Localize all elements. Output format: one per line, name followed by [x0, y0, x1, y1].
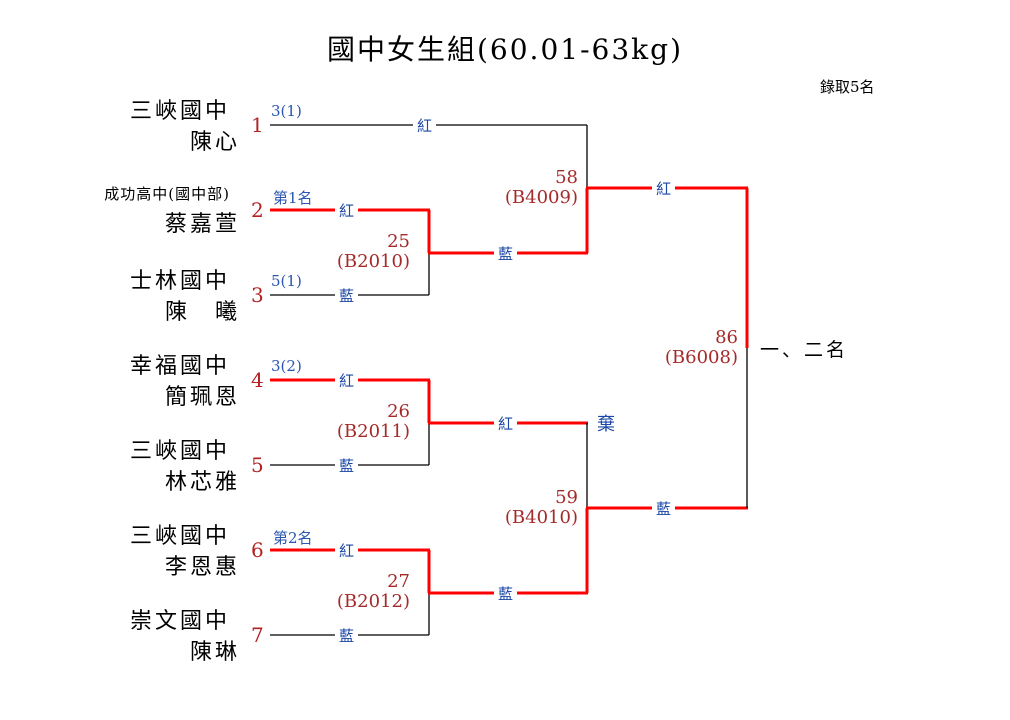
corner-red-p6: 紅 — [335, 540, 359, 561]
player-5-seed: 5 — [251, 453, 264, 477]
corner-red-p4: 紅 — [335, 370, 359, 391]
match-27: 27 (B2012) — [320, 572, 410, 612]
player-4-seed: 4 — [251, 368, 264, 392]
player-1-school: 三峽國中 — [129, 99, 230, 124]
corner-blue-m27: 藍 — [494, 583, 518, 604]
corner-red-m58: 紅 — [652, 178, 676, 199]
player-2-name: 蔡嘉萱 — [164, 212, 240, 237]
match-26: 26 (B2011) — [320, 402, 410, 442]
corner-blue-m25: 藍 — [494, 243, 518, 264]
player-4-name: 簡珮恩 — [164, 385, 240, 410]
match-59-id: 59 — [555, 487, 578, 508]
player-7-name: 陳琳 — [189, 640, 240, 665]
player-5-school: 三峽國中 — [129, 439, 230, 464]
match-25: 25 (B2010) — [320, 232, 410, 272]
player-7-seed: 7 — [251, 623, 264, 647]
match-58-id: 58 — [555, 167, 578, 188]
player-6-note: 第2名 — [273, 529, 313, 547]
forfeit-label: 棄 — [597, 414, 615, 435]
match-86-code: (B6008) — [664, 347, 738, 368]
player-1-note: 3(1) — [271, 102, 302, 120]
player-3-name: 陳 曦 — [164, 300, 240, 325]
match-27-id: 27 — [387, 571, 410, 592]
match-59: 59 (B4010) — [480, 488, 578, 528]
player-3-school: 士林國中 — [129, 269, 230, 294]
match-86-id: 86 — [715, 327, 738, 348]
player-2-note: 第1名 — [273, 189, 313, 207]
player-7-school: 崇文國中 — [129, 609, 230, 634]
corner-blue-m59: 藍 — [652, 498, 676, 519]
corner-red-p1: 紅 — [413, 115, 437, 136]
quota-label: 錄取5名 — [820, 78, 875, 96]
player-3-note: 5(1) — [271, 272, 302, 290]
player-2-seed: 2 — [251, 198, 264, 222]
corner-blue-p7: 藍 — [335, 625, 359, 646]
match-59-code: (B4010) — [504, 507, 578, 528]
match-25-code: (B2010) — [336, 251, 410, 272]
player-1-name: 陳心 — [189, 130, 240, 155]
corner-red-m26: 紅 — [494, 413, 518, 434]
player-1-seed: 1 — [251, 113, 264, 137]
player-4-school: 幸福國中 — [129, 354, 230, 379]
match-86: 86 (B6008) — [640, 328, 738, 368]
match-58-code: (B4009) — [504, 187, 578, 208]
match-26-code: (B2011) — [336, 421, 410, 442]
match-25-id: 25 — [387, 231, 410, 252]
player-4-note: 3(2) — [271, 357, 302, 375]
match-27-code: (B2012) — [336, 591, 410, 612]
player-6-school: 三峽國中 — [129, 524, 230, 549]
player-6-seed: 6 — [251, 538, 264, 562]
match-58: 58 (B4009) — [480, 168, 578, 208]
player-2-school: 成功高中(國中部) — [104, 185, 230, 203]
player-6-name: 李恩惠 — [164, 555, 240, 580]
player-3-seed: 3 — [251, 283, 264, 307]
match-26-id: 26 — [387, 401, 410, 422]
player-5-name: 林芯雅 — [164, 470, 240, 495]
final-result-label: 一、二名 — [760, 339, 849, 361]
corner-blue-p3: 藍 — [335, 285, 359, 306]
corner-red-p2: 紅 — [335, 200, 359, 221]
bracket-title: 國中女生組(60.01-63kg) — [327, 33, 683, 66]
corner-blue-p5: 藍 — [335, 455, 359, 476]
